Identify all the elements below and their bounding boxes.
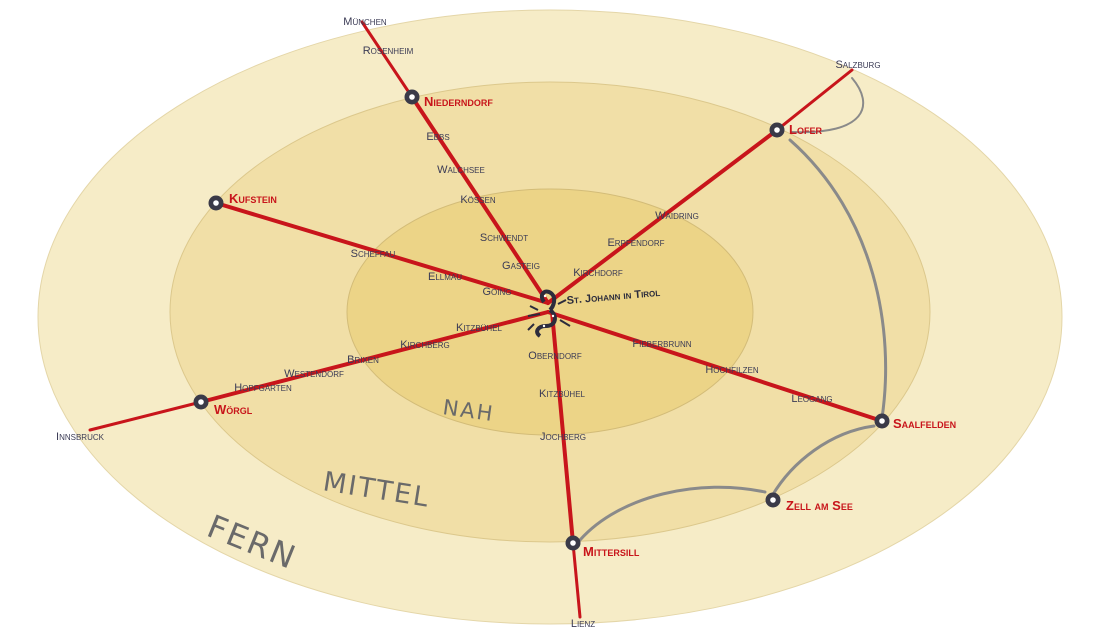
road-north-far [360, 20, 414, 99]
road-south-far [571, 541, 582, 619]
town-label-waidring: Waidring [655, 210, 699, 222]
connector-zell-mittersill [578, 485, 767, 542]
town-label-kirchberg: Kirchberg [400, 339, 450, 351]
hub-pin-lofer[interactable] [769, 122, 785, 138]
town-label-lienz: Lienz [571, 618, 595, 630]
hub-pin-zell-am-see[interactable] [765, 492, 781, 508]
road-network [88, 20, 884, 619]
hub-pin-saalfelden[interactable] [874, 413, 890, 429]
hub-pin-niederndorf[interactable] [404, 89, 420, 105]
road-west-far [88, 400, 203, 432]
town-label-hochfilzen: Hochfilzen [705, 364, 759, 376]
hub-label-niederndorf[interactable]: Niederndorf [424, 94, 493, 109]
road-northeast [546, 128, 779, 305]
road-south [550, 310, 575, 545]
town-label-kitzbuehel-west: Kitzbühel [456, 322, 503, 334]
town-label-walchsee: Walchsee [437, 164, 485, 176]
hub-label-saalfelden[interactable]: Saalfelden [893, 416, 956, 431]
hub-label-woergl[interactable]: Wörgl [214, 402, 253, 417]
connector-saalfelden-zell [770, 424, 876, 498]
hub-pin-mittersill[interactable] [565, 535, 581, 551]
hub-pin-kufstein[interactable] [208, 195, 224, 211]
town-label-scheffau: Scheffau [351, 248, 396, 260]
town-label-kitzbuehel-south: Kitzbühel [539, 388, 586, 400]
town-label-ellmau: Ellmau [428, 271, 462, 283]
town-label-koessen: Kössen [460, 194, 496, 206]
road-northeast-far [775, 68, 854, 132]
hub-label-mittersill[interactable]: Mittersill [583, 544, 640, 559]
hub-label-lofer[interactable]: Lofer [789, 122, 822, 137]
town-label-schwendt: Schwendt [480, 232, 528, 244]
hub-label-kufstein[interactable]: Kufstein [229, 191, 277, 206]
hub-label-zell-am-see[interactable]: Zell am See [786, 498, 853, 513]
town-label-erpfendorf: Erpfendorf [607, 237, 664, 249]
town-label-muenchen: München [343, 16, 387, 28]
town-label-salzburg: Salzburg [835, 59, 880, 71]
town-label-leogang: Leogang [791, 393, 832, 405]
st-johann-emblem [527, 289, 571, 338]
road-north [410, 95, 550, 305]
hub-pin-woergl[interactable] [193, 394, 209, 410]
road-northwest [214, 201, 550, 305]
town-label-oberndorf: Oberndorf [528, 350, 582, 362]
town-label-rosenheim: Rosenheim [363, 45, 414, 57]
town-label-gasteig: Gasteig [502, 260, 540, 272]
connector-lofer-saalfelden [788, 138, 888, 420]
town-label-kirchdorf: Kirchdorf [573, 267, 623, 279]
road-east [546, 310, 884, 423]
town-label-going: Going [482, 286, 511, 298]
town-label-innsbruck: Innsbruck [56, 431, 105, 443]
town-label-hopfgarten: Hopfgarten [234, 382, 292, 394]
town-label-fieberbrunn: Fieberbrunn [632, 338, 691, 350]
road-west [199, 310, 550, 404]
town-label-brixen: Brixen [347, 354, 379, 366]
connector-salzburg-lofer [791, 77, 865, 134]
town-label-westendorf: Westendorf [284, 368, 344, 380]
town-label-jochberg: Jochberg [540, 431, 586, 443]
town-label-ebbs: Ebbs [426, 131, 449, 143]
